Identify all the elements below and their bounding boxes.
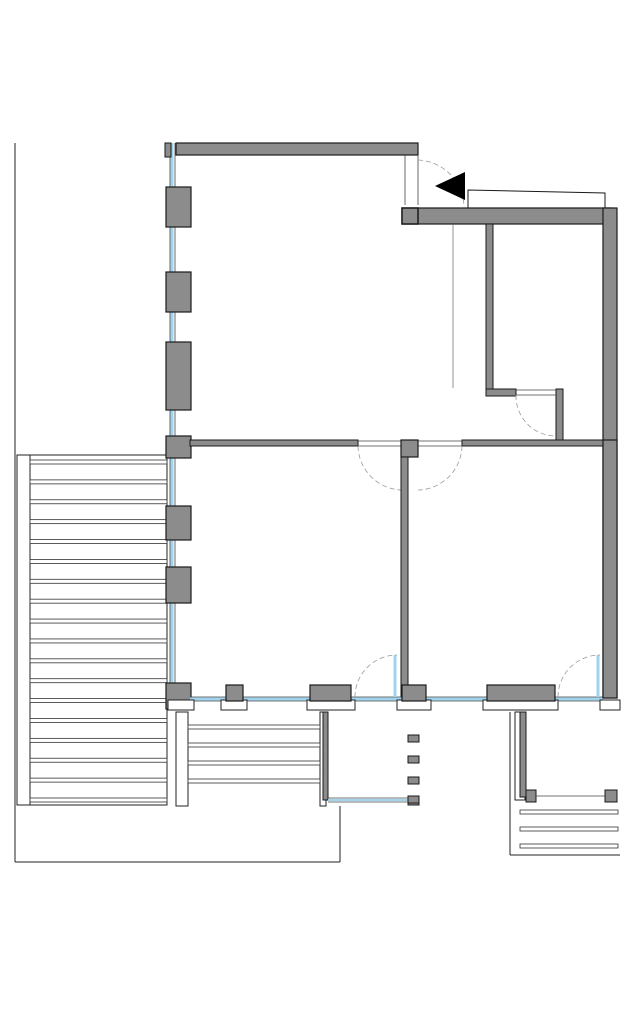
deck-slat	[29, 757, 168, 763]
deck-slat	[29, 559, 168, 564]
deck-slat	[29, 598, 168, 604]
deck-frame	[16, 454, 168, 806]
deck-slat	[29, 539, 168, 544]
deck-slat	[187, 742, 321, 748]
door-swing	[354, 654, 398, 698]
pier	[309, 684, 352, 702]
deck-slat	[187, 778, 321, 784]
door-swing	[515, 394, 557, 437]
left-deck	[16, 454, 168, 806]
deck-slat	[29, 499, 168, 505]
balcony-slat	[519, 809, 619, 815]
balcony-slat	[519, 826, 619, 832]
porch-column	[407, 755, 420, 764]
balcony	[514, 711, 619, 849]
door-swing	[417, 445, 463, 491]
pier	[486, 684, 556, 702]
deck-slat	[29, 578, 168, 584]
deck-slat	[29, 678, 168, 684]
door-swing	[557, 654, 601, 698]
balcony-slat	[519, 843, 619, 849]
door-swing	[357, 445, 403, 491]
lower-deck	[175, 711, 327, 807]
pier	[165, 505, 192, 541]
deck-slat	[29, 618, 168, 624]
deck-slat	[29, 479, 168, 485]
deck-slat	[29, 638, 168, 644]
deck-slat	[29, 777, 168, 783]
north-wall	[175, 142, 465, 208]
south-facade	[167, 654, 621, 711]
pier	[165, 435, 192, 459]
west-facade	[164, 142, 192, 710]
deck-slat	[29, 797, 168, 803]
porch-columns	[407, 734, 420, 806]
pier	[165, 566, 192, 604]
deck-slat	[29, 519, 168, 525]
deck-slat	[187, 760, 321, 766]
balcony-slats	[519, 809, 619, 849]
porch	[322, 711, 420, 806]
deck-slat	[29, 698, 168, 703]
east-edge	[602, 439, 618, 699]
deck-slat	[29, 459, 168, 465]
site-outline	[14, 143, 620, 863]
entry-arrow-icon	[435, 172, 465, 200]
porch-column	[407, 795, 420, 804]
pier	[225, 684, 244, 702]
column	[400, 439, 419, 458]
door-swing	[417, 159, 465, 208]
pier	[164, 142, 172, 158]
deck-slat	[187, 724, 321, 730]
porch-column	[407, 776, 420, 785]
lower-deck-slats	[187, 724, 321, 784]
porch-column	[407, 734, 420, 743]
deck-slat	[29, 737, 168, 743]
deck-slat	[29, 718, 168, 723]
pier	[165, 186, 192, 228]
pier	[165, 341, 192, 411]
pier	[165, 271, 192, 313]
deck-slat	[29, 658, 168, 664]
cross-wall	[189, 439, 605, 698]
deck-slats	[29, 459, 168, 803]
pier	[401, 684, 427, 702]
